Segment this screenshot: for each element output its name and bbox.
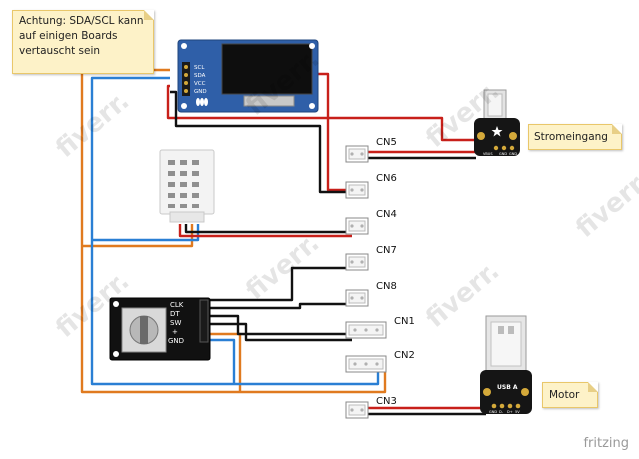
- usb-a-pin-gnd: GND: [489, 410, 497, 414]
- oled-pin-scl: SCL: [194, 65, 205, 71]
- encoder-pin-clk: CLK: [170, 301, 184, 309]
- label-cn5: CN5: [376, 137, 397, 148]
- label-cn6: CN6: [376, 173, 397, 184]
- motor-note: Motor: [542, 382, 598, 408]
- connector-cn8: [345, 289, 369, 307]
- wire-black-cn8: [210, 302, 352, 310]
- fritzing-logo: fritzing: [583, 436, 629, 451]
- wire-orange-dht: [82, 224, 194, 248]
- label-cn1: CN1: [394, 316, 415, 327]
- dht-humidity-sensor: [159, 149, 215, 223]
- encoder-pin-dt: DT: [170, 310, 180, 318]
- wire-blue-enc: [210, 338, 236, 384]
- oled-pin-sda: SDA: [194, 73, 206, 79]
- wires: [80, 68, 486, 416]
- usb-c-pin-gnd-2: GND: [509, 152, 517, 156]
- oled-pin-vcc: VCC: [194, 81, 206, 87]
- connector-cn2: [345, 355, 387, 373]
- star-logo-icon: [491, 126, 503, 137]
- usb-c-breakout-board: VBUS GND GND: [474, 89, 520, 156]
- encoder-pin-sw: SW: [170, 319, 181, 327]
- wire-blue-sda: [90, 76, 380, 386]
- oled-pin-gnd: GND: [194, 89, 207, 95]
- label-cn2: CN2: [394, 350, 415, 361]
- wire-blue-dht: [92, 224, 200, 242]
- connector-cn3: [345, 401, 369, 419]
- connector-cn4: [345, 217, 369, 235]
- wire-black-oled-gnd: [170, 90, 352, 194]
- oled-logo-icon: [196, 98, 208, 106]
- usb-c-pin-gnd: GND: [499, 152, 507, 156]
- encoder-pin-gnd: GND: [168, 337, 184, 345]
- oled-pin-header: [182, 62, 190, 96]
- wire-black-enc-gnd: [210, 322, 352, 342]
- wire-black-cn4: [184, 224, 352, 234]
- usb-a-pin-dminus: D-: [499, 410, 504, 414]
- usb-a-breakout-board: USB A GND D- D+ 5V: [480, 315, 532, 414]
- note-fold-icon: [588, 382, 598, 392]
- note-fold-icon: [612, 124, 622, 134]
- motor-note-text: Motor: [549, 389, 580, 401]
- note-fold-icon: [144, 10, 154, 20]
- usb-a-title: USB A: [497, 384, 518, 391]
- label-cn4: CN4: [376, 209, 397, 220]
- wire-black-cn7: [210, 266, 352, 302]
- connector-cn6: [345, 181, 369, 199]
- wire-red-oled-vcc: [166, 84, 476, 142]
- connector-cn7: [345, 253, 369, 271]
- warning-note-text: Achtung: SDA/SCL kann auf einigen Boards…: [19, 15, 144, 57]
- oled-display-module: SCL SDA VCC GND: [177, 39, 319, 113]
- encoder-pin-plus: +: [172, 328, 178, 336]
- label-cn8: CN8: [376, 281, 397, 292]
- label-cn3: CN3: [376, 396, 397, 407]
- usb-a-pin-dplus: D+: [507, 410, 513, 414]
- wire-red-dht: [178, 224, 352, 238]
- connector-cn5: [345, 145, 369, 163]
- warning-note: Achtung: SDA/SCL kann auf einigen Boards…: [12, 10, 154, 74]
- rotary-encoder-module: CLK DT SW + GND: [109, 297, 211, 361]
- usb-a-pin-5v: 5V: [515, 410, 520, 414]
- encoder-pin-header: [199, 299, 209, 343]
- connector-cn1: [345, 321, 387, 339]
- usb-c-pin-vbus: VBUS: [483, 152, 493, 156]
- power-input-note-text: Stromeingang: [534, 131, 608, 143]
- label-cn7: CN7: [376, 245, 397, 256]
- power-input-note: Stromeingang: [528, 124, 622, 150]
